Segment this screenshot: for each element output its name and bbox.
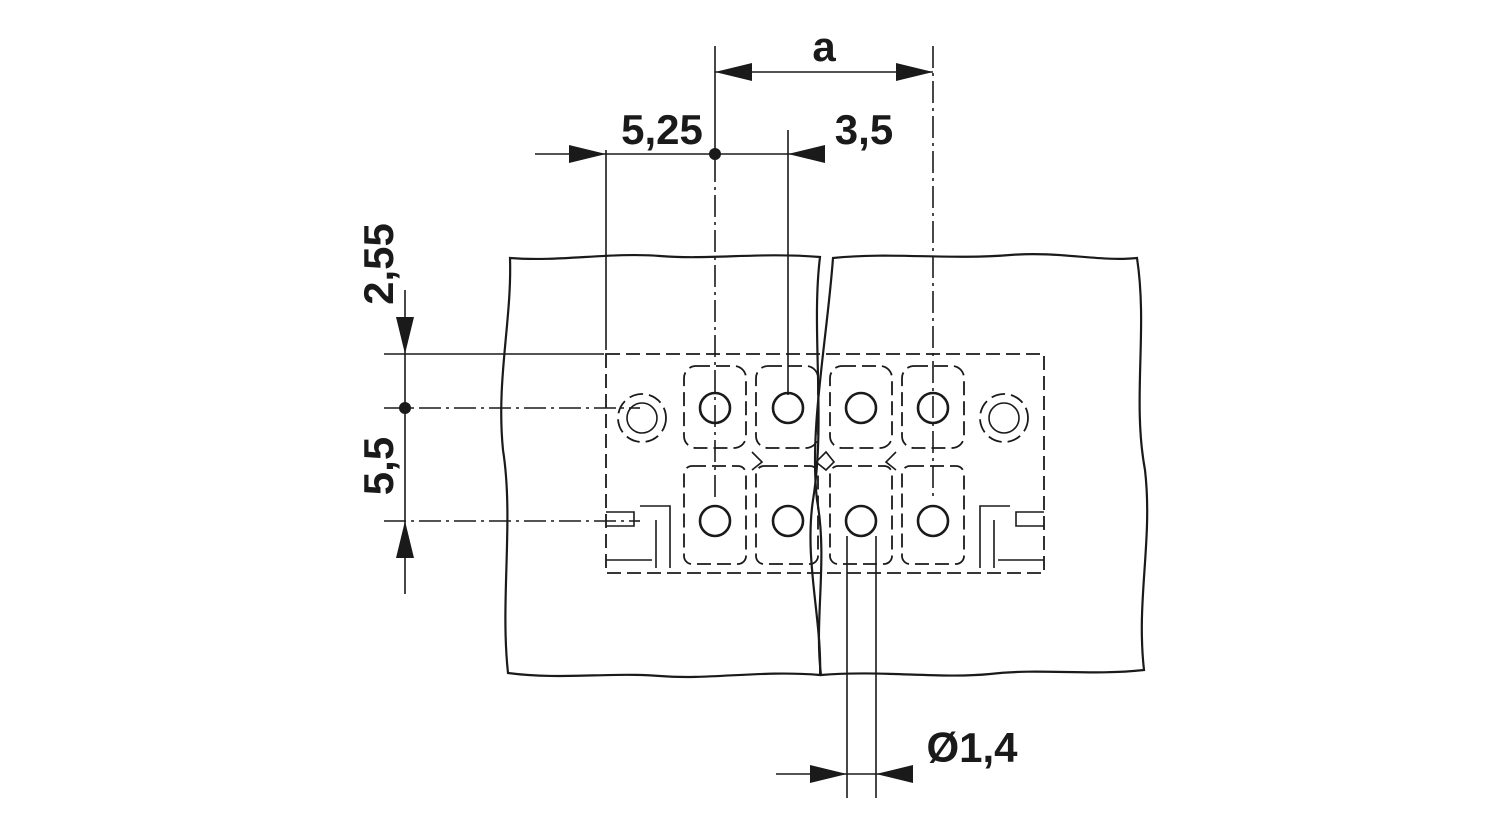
contact-chamber-1-bottom xyxy=(683,465,747,565)
dimension-row-spacing: 5,5 xyxy=(355,402,414,594)
solder-hole xyxy=(771,391,805,425)
latch-notch-2 xyxy=(814,450,836,472)
latch-notch-3 xyxy=(884,451,897,471)
solder-hole xyxy=(844,391,878,425)
end-ring-left-outer xyxy=(617,393,667,443)
solder-hole xyxy=(844,504,878,538)
dimension-top-offset-label: 2,55 xyxy=(355,223,402,305)
dimension-offsets: 5,25 3,5 xyxy=(535,106,893,163)
contact-chamber-2-top xyxy=(755,365,819,449)
polarization-key-right xyxy=(979,505,1044,568)
dimension-pitch: a xyxy=(715,23,933,81)
dimension-offset-left-label: 5,25 xyxy=(621,106,703,153)
end-ring-left-inner xyxy=(626,402,658,434)
dimension-row-spacing-label: 5,5 xyxy=(355,437,402,495)
end-ring-right-inner xyxy=(988,402,1020,434)
solder-hole xyxy=(916,504,950,538)
polarization-key-left xyxy=(606,505,671,568)
solder-hole xyxy=(771,504,805,538)
latch-notch-1 xyxy=(751,451,764,471)
dimension-top-offset: 2,55 xyxy=(355,223,414,408)
footprint-outline xyxy=(605,353,1045,574)
contact-chamber-3-bottom xyxy=(829,465,893,565)
contact-chamber-3-top xyxy=(829,365,893,449)
dimension-offset-right-label: 3,5 xyxy=(835,106,893,153)
dimension-hole-diameter-label: Ø1,4 xyxy=(926,724,1018,771)
end-ring-right-outer xyxy=(979,393,1029,443)
dimension-pitch-label: a xyxy=(812,23,836,70)
connector-footprint xyxy=(605,353,1045,574)
dimension-hole-diameter: Ø1,4 xyxy=(776,724,1018,783)
pcb-board-right xyxy=(813,253,1149,677)
contact-chamber-2-bottom xyxy=(755,465,819,565)
solder-hole xyxy=(698,504,732,538)
solder-holes xyxy=(698,391,950,538)
